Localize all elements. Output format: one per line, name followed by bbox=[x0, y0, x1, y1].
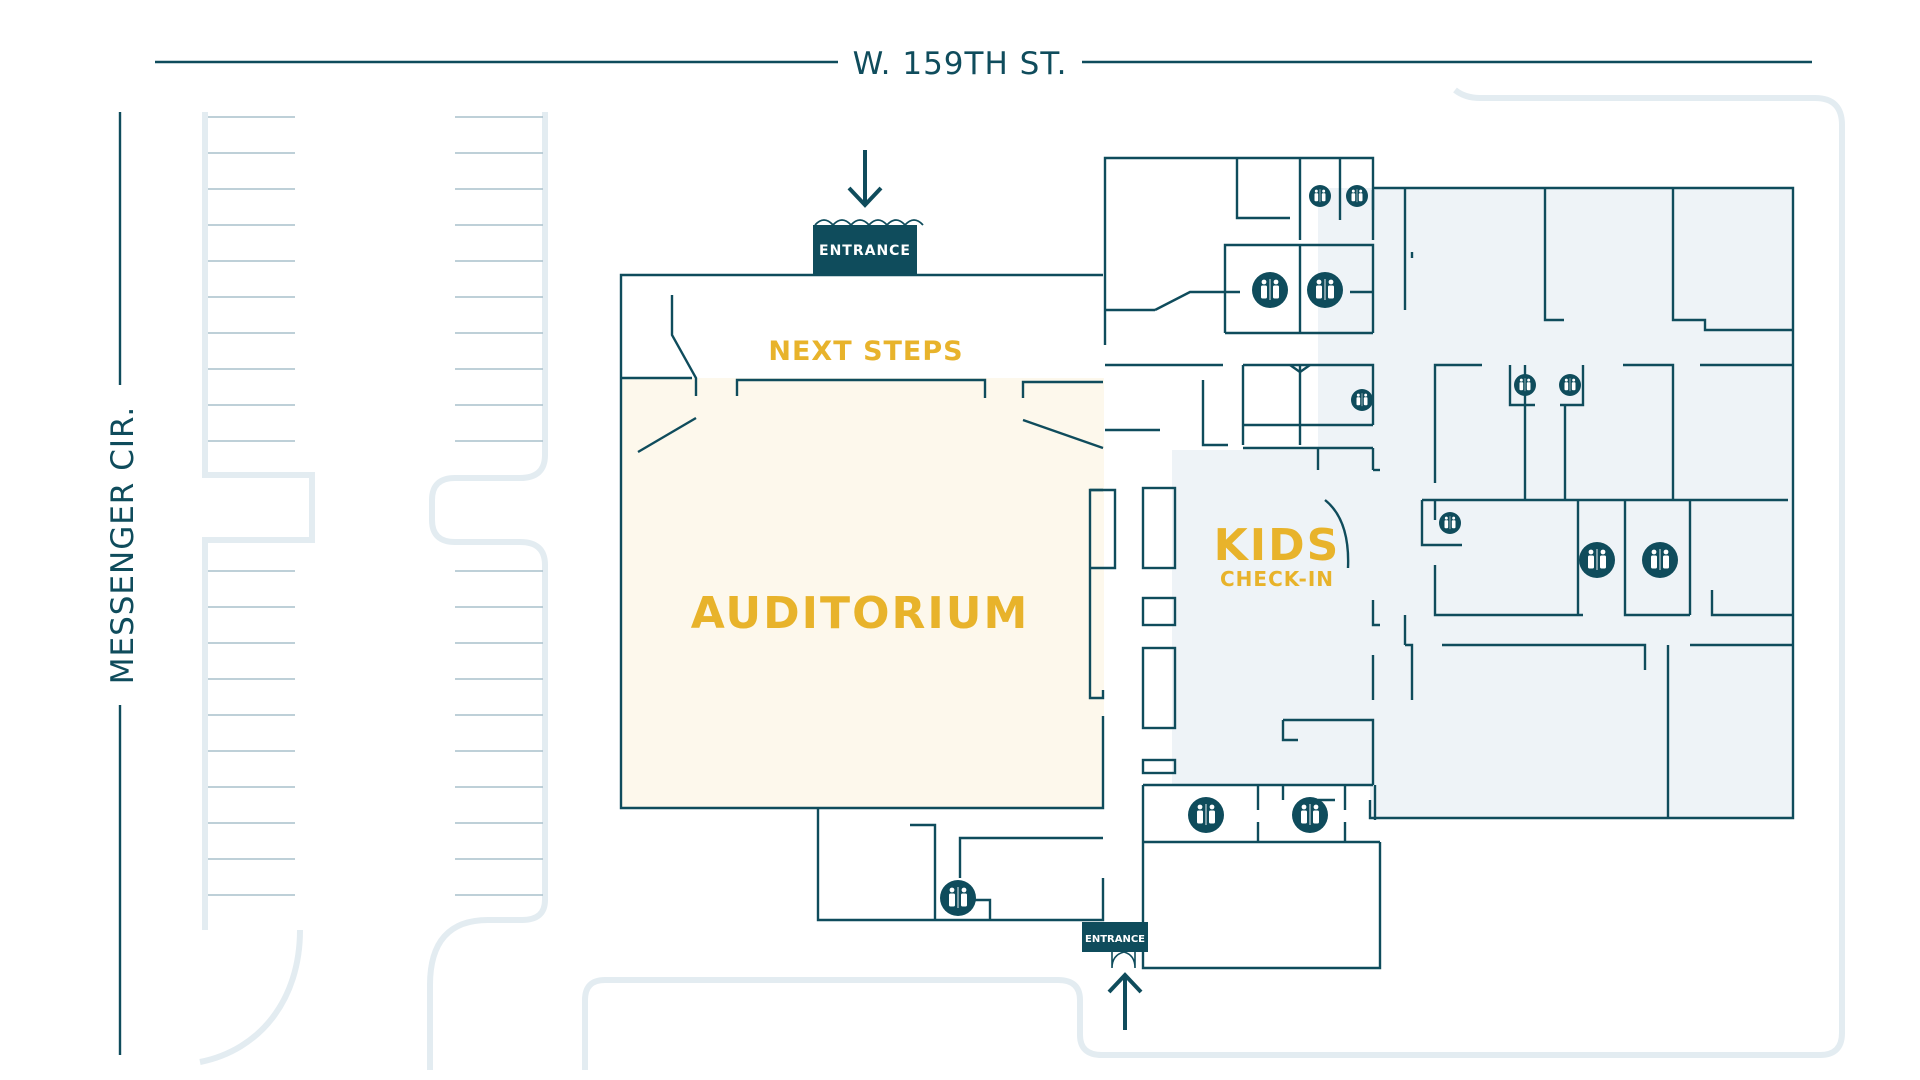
restroom-icon bbox=[1514, 374, 1536, 396]
arrow-down-icon bbox=[847, 150, 883, 208]
west-street: MESSENGER CIR. bbox=[105, 112, 141, 1055]
restroom-icon bbox=[1252, 272, 1288, 308]
auditorium-label: AUDITORIUM bbox=[691, 588, 1030, 639]
south-entrance-label: ENTRANCE bbox=[1085, 934, 1145, 945]
next-steps-label: NEXT STEPS bbox=[768, 336, 963, 367]
north-entrance-label: ENTRANCE bbox=[819, 243, 911, 259]
parking-stalls-left bbox=[208, 116, 295, 896]
kids-label: KIDS bbox=[1214, 520, 1341, 571]
restroom-icon bbox=[1439, 512, 1461, 534]
restroom-icon bbox=[1346, 185, 1368, 207]
restroom-icon bbox=[1307, 272, 1343, 308]
restroom-icon bbox=[940, 880, 976, 916]
north-entrance[interactable]: ENTRANCE bbox=[813, 150, 924, 275]
south-entrance[interactable]: ENTRANCE bbox=[1082, 922, 1148, 1030]
kids-check-in-label: CHECK-IN bbox=[1220, 567, 1334, 591]
parking-area bbox=[199, 87, 1845, 1070]
restrooms bbox=[940, 185, 1678, 916]
west-street-label: MESSENGER CIR. bbox=[105, 406, 141, 685]
arrow-up-icon bbox=[1107, 972, 1143, 1030]
north-street: W. 159TH ST. bbox=[155, 46, 1812, 82]
restroom-icon bbox=[1351, 389, 1373, 411]
restroom-icon bbox=[1292, 797, 1328, 833]
restroom-icon bbox=[1579, 542, 1615, 578]
restroom-icon bbox=[1188, 797, 1224, 833]
restroom-icon bbox=[1309, 185, 1331, 207]
building-walls bbox=[619, 156, 1795, 970]
auditorium-area[interactable] bbox=[621, 378, 1104, 808]
restroom-icon bbox=[1642, 542, 1678, 578]
parking-stalls-right bbox=[455, 116, 543, 896]
north-street-label: W. 159TH ST. bbox=[853, 46, 1068, 82]
restroom-icon bbox=[1559, 374, 1581, 396]
kids-wing-area[interactable] bbox=[1172, 188, 1793, 818]
